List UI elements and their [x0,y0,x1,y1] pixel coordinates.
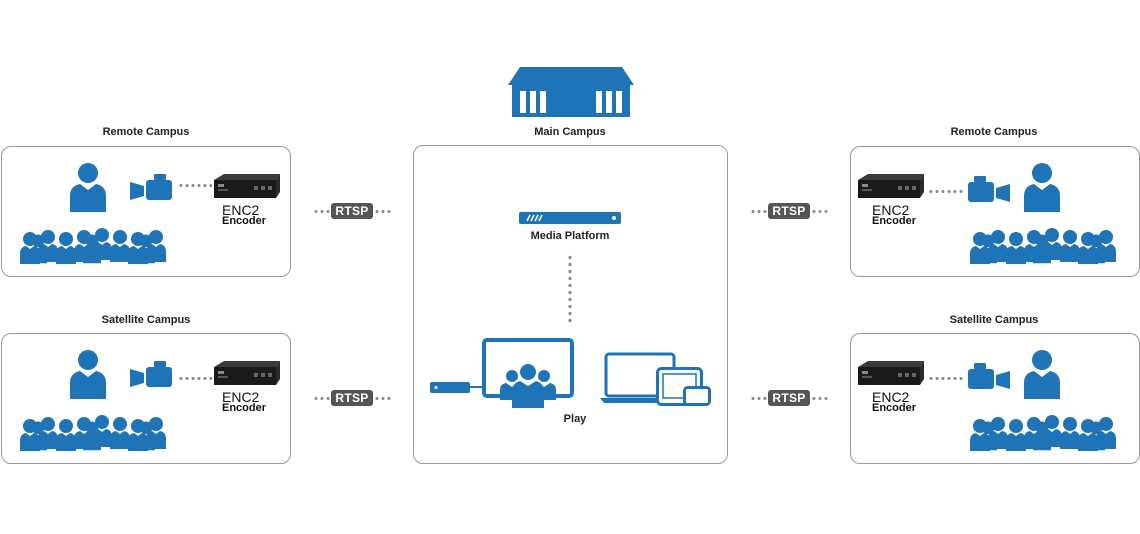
rtsp-badge: RTSP [331,203,373,219]
encoder-device-icon [214,361,280,385]
encoder-label: Encoder [872,402,917,414]
video-camera-icon [966,176,1010,206]
play-label: Play [563,413,587,425]
rtsp-badge: RTSP [768,203,810,219]
audience-icon [20,226,170,264]
encoder-device-icon [858,361,924,385]
encoder-name: ENC2 [872,389,910,405]
box-to-screen-cable [469,386,485,388]
camera-to-encoder-connector [928,190,964,193]
rtsp-badge: RTSP [331,390,373,406]
building-icon [508,67,634,117]
encoder-label: Encoder [222,215,267,227]
audience-icon [970,413,1120,451]
video-camera-icon [130,361,174,391]
presenter-icon [68,160,108,212]
rtsp-badge: RTSP [768,390,810,406]
rtsp-link-remote-left: RTSP [313,203,393,219]
rtsp-link-satellite-left: RTSP [313,390,393,406]
encoder-name: ENC2 [222,202,260,218]
platform-to-play-connector [568,254,572,324]
encoder-label: Encoder [872,215,917,227]
media-platform-server-icon [519,211,621,224]
rtsp-link-satellite-right: RTSP [750,390,830,406]
encoder-name: ENC2 [222,389,260,405]
encoder-device-icon [214,174,280,198]
set-top-box-icon [430,381,470,393]
encoder-name: ENC2 [872,202,910,218]
video-camera-icon [130,174,174,204]
remote-campus-left-title: Remote Campus [102,126,190,138]
audience-icon [20,413,170,451]
presenter-icon [1022,347,1062,399]
remote-campus-right-title: Remote Campus [950,126,1038,138]
display-screen-icon [482,338,574,408]
camera-to-encoder-connector [178,377,212,380]
media-platform-label: Media Platform [530,230,610,242]
main-campus-title: Main Campus [534,126,606,138]
satellite-campus-left-title: Satellite Campus [101,314,191,326]
video-camera-icon [966,363,1010,393]
satellite-campus-right-title: Satellite Campus [949,314,1039,326]
camera-to-encoder-connector [178,184,212,187]
presenter-icon [1022,160,1062,212]
encoder-device-icon [858,174,924,198]
phone-icon [683,386,711,406]
camera-to-encoder-connector [928,377,964,380]
presenter-icon [68,347,108,399]
audience-icon [970,226,1120,264]
rtsp-link-remote-right: RTSP [750,203,830,219]
encoder-label: Encoder [222,402,267,414]
